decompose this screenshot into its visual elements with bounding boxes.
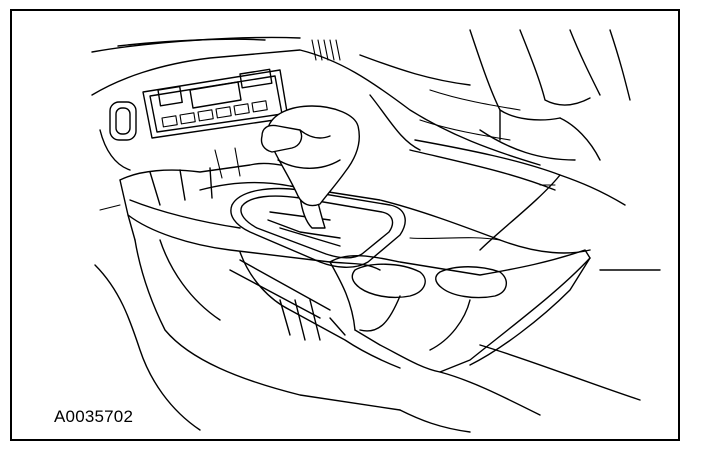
cup-holder-icon [436, 267, 507, 298]
interior-detail-lines [100, 90, 555, 240]
panel-button-icon [240, 69, 272, 88]
center-console [95, 163, 660, 432]
climate-control-panel [143, 69, 288, 138]
side-vent-icon [110, 102, 136, 140]
console-illustration [12, 11, 678, 439]
gear-shift-knob [261, 106, 359, 228]
panel-button-icon [158, 87, 182, 106]
air-vent-icon [312, 40, 340, 60]
panel-display-icon [190, 82, 241, 108]
figure-id-label: A0035702 [54, 407, 134, 426]
cup-holder-icon [352, 264, 425, 297]
door-trim-outline [470, 30, 630, 160]
figure-frame: A0035702 [10, 9, 680, 441]
dashboard-outline [92, 38, 625, 250]
